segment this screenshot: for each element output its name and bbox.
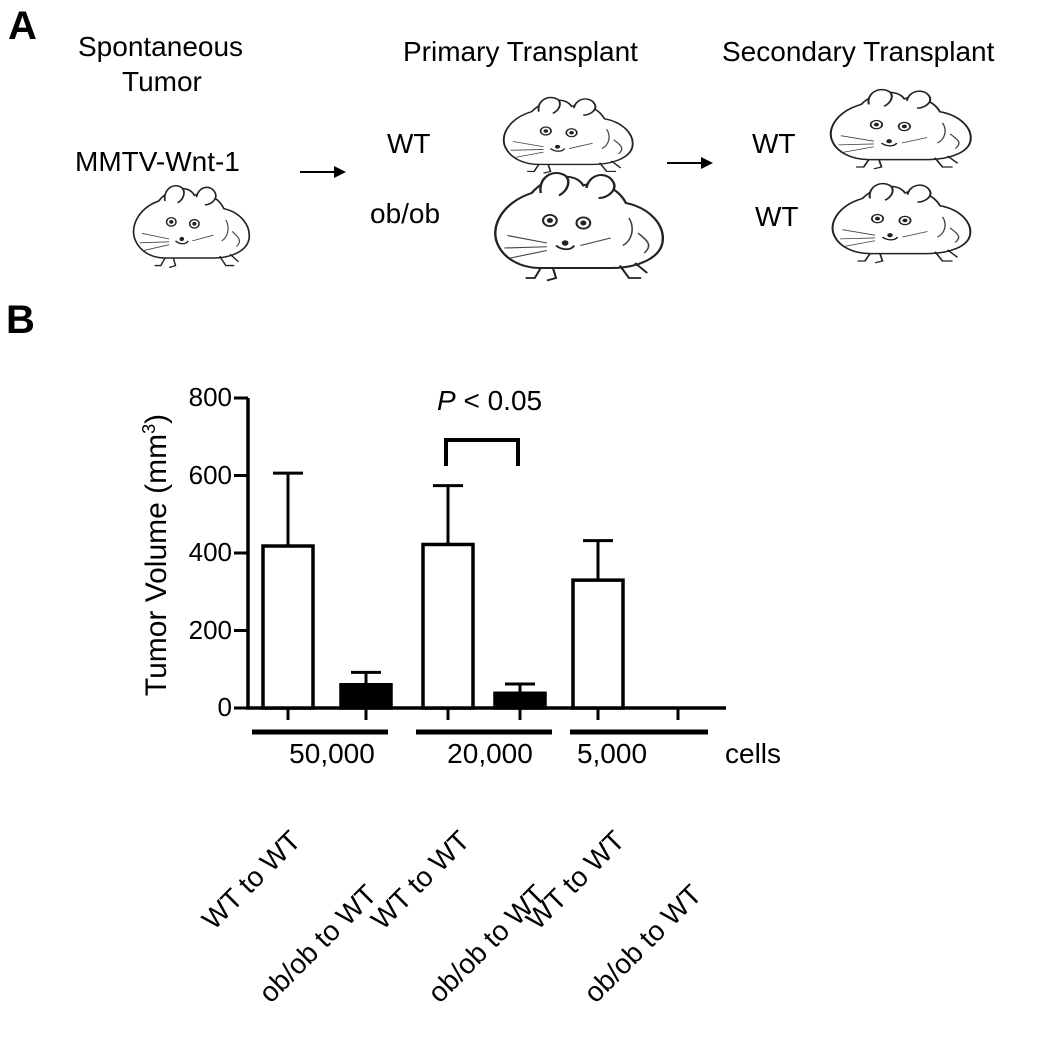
bar — [339, 683, 393, 710]
secondary-wt-label-1: WT — [752, 128, 796, 159]
significance-threshold: < 0.05 — [455, 385, 543, 416]
primary-obob-label: ob/ob — [370, 198, 441, 229]
bar — [493, 691, 547, 710]
figure-canvas — [132, 88, 972, 735]
y-axis-label: Tumor Volume (mm3) — [139, 413, 173, 697]
primary-wt-label: WT — [387, 128, 431, 159]
group-label: 50,000 — [289, 738, 375, 769]
donor-mouse-icon — [132, 184, 251, 269]
primary-obob-mouse-icon — [494, 171, 665, 282]
group-label: 5,000 — [576, 738, 648, 769]
arrow-right-icon — [300, 166, 346, 178]
y-axis-label-close: ) — [140, 413, 173, 424]
significance-p: P — [437, 385, 456, 416]
y-tick-label: 800 — [188, 382, 232, 412]
bar — [261, 544, 315, 710]
significance-label: P < 0.05 — [437, 387, 542, 415]
significance-bracket — [444, 438, 520, 466]
panel-a-label: A — [8, 4, 37, 48]
primary-wt-mouse-icon — [502, 96, 634, 175]
panel-b-label: B — [6, 298, 35, 342]
spontaneous-label: Spontaneous — [78, 31, 244, 62]
y-tick-label: 400 — [188, 537, 232, 567]
bar-chart — [234, 396, 726, 735]
donor-strain-label: MMTV-Wnt-1 — [75, 146, 240, 177]
secondary-transplant-title: Secondary Transplant — [722, 36, 995, 67]
secondary-wt-mouse-icon-1 — [829, 88, 972, 170]
y-tick-label: 200 — [188, 614, 232, 645]
group-label: 20,000 — [447, 738, 533, 769]
y-tick-label: 0 — [217, 692, 232, 722]
y-tick-label: 600 — [188, 459, 232, 490]
secondary-wt-mouse-icon-2 — [831, 182, 972, 264]
arrow-right-icon — [667, 157, 713, 169]
y-axis-label-text: Tumor Volume (mm — [140, 433, 173, 697]
y-axis-label-superscript: 3 — [139, 423, 159, 434]
secondary-wt-label-2: WT — [755, 201, 799, 232]
bar — [421, 542, 475, 710]
primary-transplant-title: Primary Transplant — [403, 36, 638, 67]
tumor-label: Tumor — [122, 66, 202, 97]
cells-unit-label: cells — [725, 738, 782, 769]
bar — [571, 578, 625, 710]
